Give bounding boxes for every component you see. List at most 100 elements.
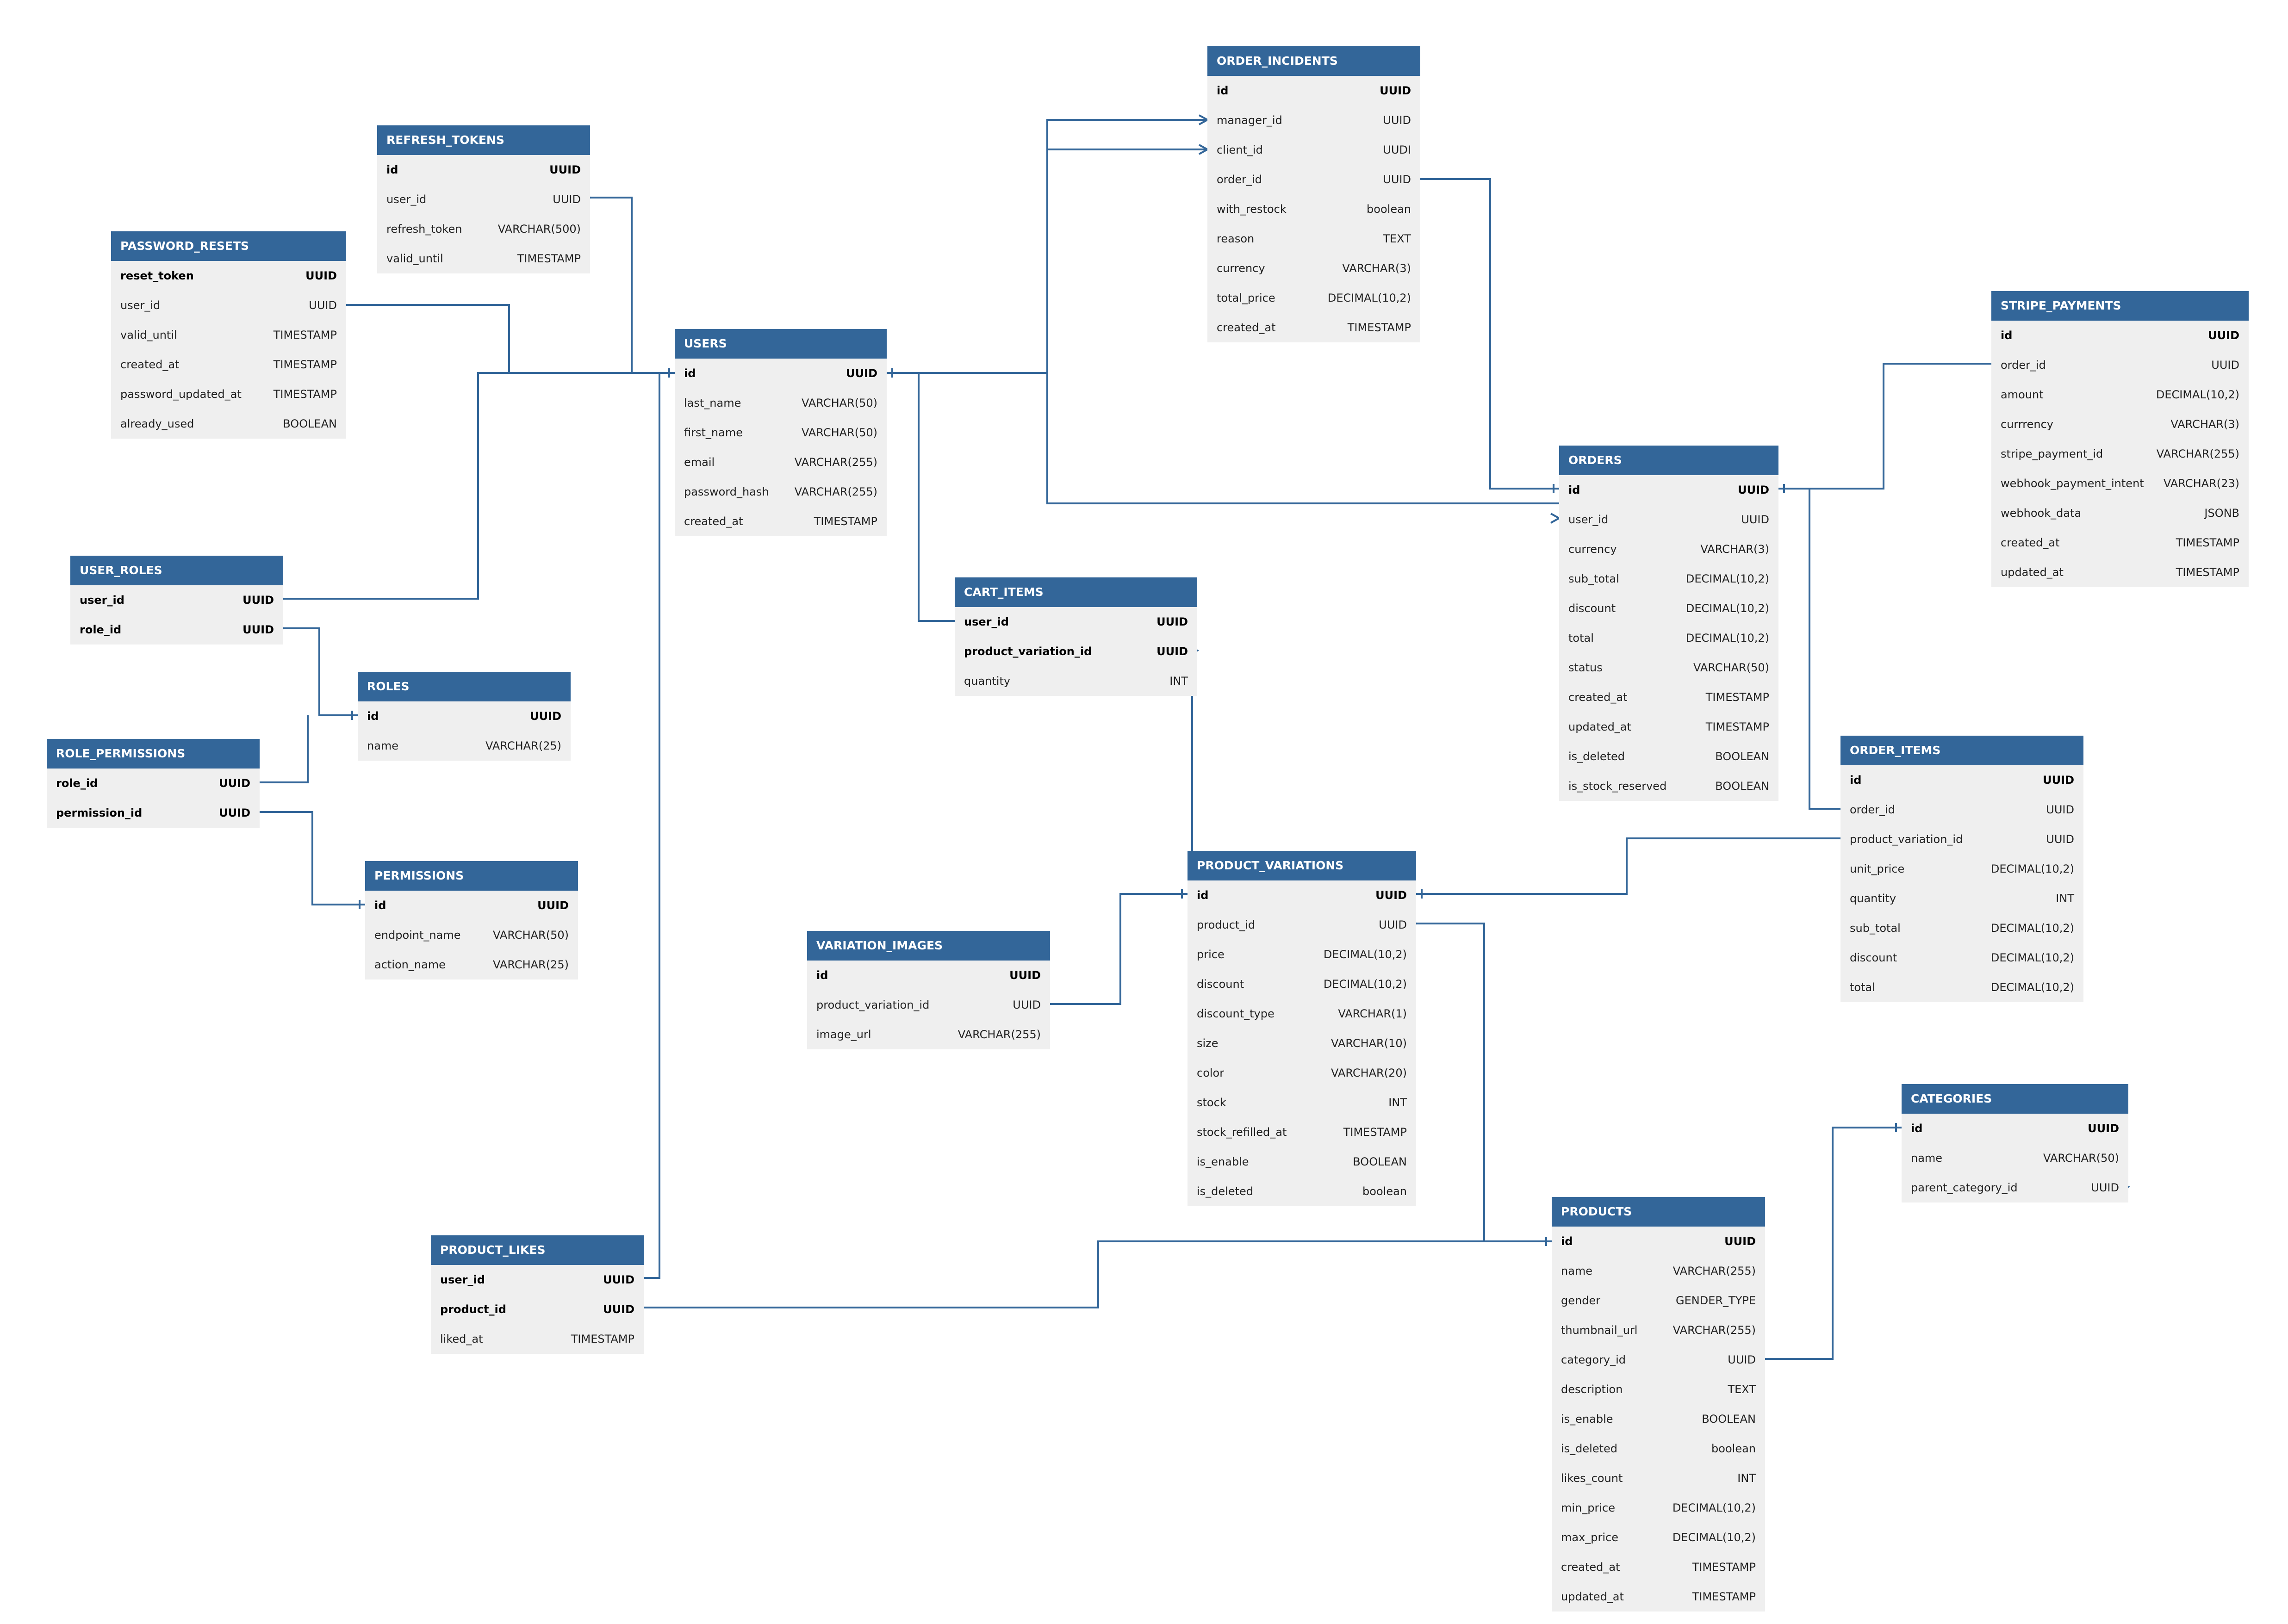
column-name: unit_price (1850, 862, 1905, 875)
rel-product-likes-products (644, 1240, 1484, 1308)
column-type: VARCHAR(255) (2156, 447, 2239, 460)
column-type: VARCHAR(50) (493, 929, 569, 942)
column-type: UUID (537, 899, 569, 912)
table-header: ORDER_INCIDENTS (1207, 46, 1420, 76)
column-name: first_name (684, 426, 743, 439)
column-type: UUID (1724, 1235, 1756, 1248)
rel-order-incidents-orders (1420, 178, 1559, 490)
column-name: user_id (1568, 513, 1609, 526)
column-type: boolean (1362, 1185, 1407, 1198)
column-row: total DECIMAL(10,2) (1559, 623, 1778, 653)
column-type: TIMESTAMP (1343, 1126, 1407, 1139)
column-name: updated_at (1568, 720, 1631, 733)
column-name: id (386, 163, 398, 176)
column-name: role_id (80, 623, 122, 636)
column-type: UUID (1156, 615, 1188, 628)
column-name: stock_refilled_at (1197, 1126, 1287, 1139)
column-name: order_id (2001, 359, 2046, 372)
column-type: UUID (1738, 483, 1769, 496)
column-name: password_hash (684, 485, 769, 498)
column-name: order_id (1217, 173, 1262, 186)
column-name: likes_count (1561, 1472, 1623, 1485)
rel-user-roles-roles (283, 627, 358, 716)
column-name: discount_type (1197, 1007, 1275, 1020)
column-type: UUID (242, 623, 274, 636)
column-type: TIMESTAMP (273, 388, 337, 401)
column-name: with_restock (1217, 203, 1287, 216)
column-type: UUID (219, 777, 250, 790)
column-type: UUID (603, 1303, 634, 1316)
table-header: PASSWORD_RESETS (111, 231, 346, 261)
column-type: TIMESTAMP (1692, 1561, 1756, 1574)
rel-products-categories (1765, 1127, 1902, 1360)
column-name: max_price (1561, 1531, 1619, 1544)
table-header: PRODUCT_VARIATIONS (1188, 851, 1416, 880)
column-type: BOOLEAN (1715, 750, 1769, 763)
column-type: UUID (1156, 645, 1188, 658)
table-header: VARIATION_IMAGES (807, 931, 1050, 961)
column-type: UUID (553, 193, 581, 206)
column-name: description (1561, 1383, 1623, 1396)
column-name: webhook_payment_intent (2001, 477, 2144, 490)
column-name: created_at (1217, 321, 1276, 334)
column-type: INT (1388, 1096, 1407, 1109)
column-type: DECIMAL(10,2) (1685, 632, 1769, 645)
column-name: id (1217, 84, 1229, 97)
column-name: name (367, 739, 399, 752)
column-name: created_at (1568, 691, 1628, 704)
table-header: PRODUCT_LIKES (431, 1235, 644, 1265)
column-type: VARCHAR(50) (2043, 1152, 2119, 1165)
column-name: thumbnail_url (1561, 1324, 1638, 1337)
column-type: TEXT (1383, 232, 1411, 245)
column-type: UUID (2208, 329, 2239, 342)
column-name: id (684, 367, 696, 380)
rel-orders-users (887, 372, 1559, 504)
column-type: TIMESTAMP (571, 1333, 634, 1345)
rel-user-roles-users (283, 372, 509, 600)
column-type: UUID (1383, 114, 1411, 127)
column-name: sub_total (1850, 922, 1901, 935)
column-name: total (1568, 632, 1594, 645)
column-type: INT (1737, 1472, 1756, 1485)
column-name: permission_id (56, 806, 143, 819)
column-type: BOOLEAN (283, 417, 337, 430)
column-type: DECIMAL(10,2) (1685, 572, 1769, 585)
column-type: UUID (242, 594, 274, 607)
column-name: user_id (964, 615, 1009, 628)
